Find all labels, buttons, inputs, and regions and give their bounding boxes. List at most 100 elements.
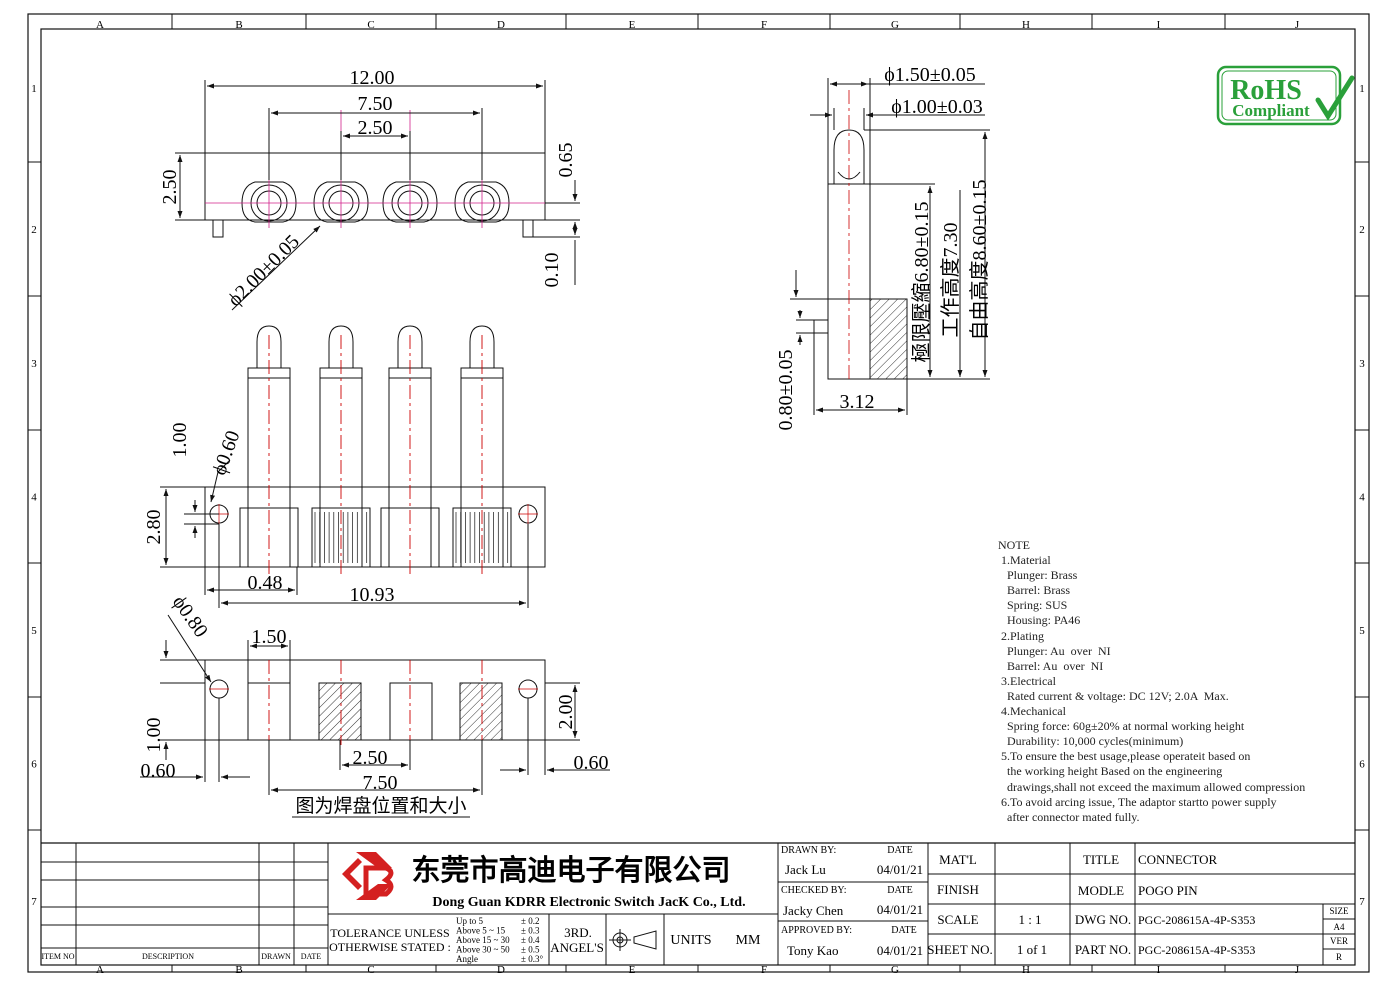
note-line: NOTE	[998, 538, 1030, 552]
sheet-label: SHEET NO.	[927, 942, 992, 957]
title-value: CONNECTOR	[1138, 852, 1218, 867]
dim-1-50: 1.50	[252, 626, 287, 648]
grid-col-label: D	[497, 19, 505, 31]
grid-row-label: 3	[31, 358, 37, 370]
pin-plunger	[328, 325, 354, 368]
note-line: Barrel: Au over NI	[998, 658, 1104, 673]
grid-col-label: D	[497, 964, 505, 976]
rev-header-date: DATE	[301, 952, 322, 961]
date-1: 04/01/21	[877, 862, 923, 877]
grid-col-label: I	[1157, 19, 1161, 31]
units-label: UNITS	[670, 933, 711, 948]
tolerance-value: ± 0.4	[521, 935, 540, 945]
note-line: after connector mated fully.	[998, 809, 1140, 824]
dim-0-60-right: 0.60	[574, 752, 609, 774]
note-line: drawings,shall not exceed the maximum al…	[998, 779, 1306, 794]
dim-phi-0-80: ϕ0.80	[168, 592, 212, 642]
grid-col-label: A	[96, 964, 104, 976]
ver-label: VER	[1330, 936, 1348, 946]
grid-col-label: G	[891, 19, 899, 31]
dim-0-10: 0.10	[541, 253, 563, 288]
note-line: 1.Material	[998, 553, 1051, 568]
grid-col-label: F	[761, 19, 767, 31]
rohs-title: RoHS	[1230, 75, 1302, 106]
grid-row-label: 3	[1359, 358, 1365, 370]
angle-line1: 3RD.	[564, 925, 592, 940]
grid-col-label: F	[761, 964, 767, 976]
rohs-badge: RoHS Compliant	[1216, 65, 1355, 126]
note-line: Spring force: 60g±20% at normal working …	[998, 719, 1245, 734]
dim-phi-1-50: ϕ1.50±0.05	[884, 64, 976, 86]
front-view	[160, 325, 546, 608]
dwg-label: DWG NO.	[1075, 912, 1131, 927]
grid-col-label: C	[367, 19, 374, 31]
grid-row-label: 6	[31, 759, 37, 771]
dim-2-00: 2.00	[555, 695, 577, 730]
grid-row-label: 1	[31, 83, 37, 95]
grid-row-label: 2	[1359, 224, 1365, 236]
grid-col-label: I	[1157, 964, 1161, 976]
tolerance-range: Above 5 ~ 15	[456, 926, 506, 936]
dim-0-65: 0.65	[555, 143, 577, 178]
pin-outline	[454, 181, 510, 223]
tolerance-range: Up to 5	[456, 916, 484, 926]
angle-line2: ANGEL'S	[550, 940, 604, 955]
note-line: 3.Electrical	[998, 673, 1056, 688]
modle-value: POGO PIN	[1138, 883, 1198, 898]
pin-plunger	[397, 325, 423, 368]
pad-caption: 图为焊盘位置和大小	[295, 795, 466, 817]
dim-working-height: 工作高度7.30	[939, 223, 962, 338]
rev-header-description: DESCRIPTION	[142, 952, 194, 961]
pin-plunger	[256, 325, 282, 368]
rohs-subtitle: Compliant	[1232, 101, 1310, 120]
tolerance-value: ± 0.3	[521, 926, 540, 936]
tolerance-range: Angle	[456, 954, 478, 964]
grid-row-label: 7	[1359, 896, 1365, 908]
grid-col-label: B	[235, 964, 242, 976]
approved-by: Tony Kao	[787, 943, 838, 958]
grid-col-label: J	[1295, 964, 1300, 976]
dim-0-60-left: 0.60	[141, 760, 176, 782]
title-block	[41, 843, 1355, 965]
note-line: Plunger: Brass	[998, 568, 1078, 583]
checked-by: Jacky Chen	[783, 903, 844, 918]
dim-10-93: 10.93	[350, 584, 395, 606]
grid-col-label: B	[235, 19, 242, 31]
note-line: Housing: PA46	[998, 613, 1081, 628]
grid-col-label: E	[629, 964, 636, 976]
size-value: A4	[1334, 922, 1345, 932]
dwg-value: PGC-208615A-4P-S353	[1138, 913, 1255, 927]
note-line: Plunger: Au over NI	[998, 643, 1111, 658]
drawn-by: Jack Lu	[785, 862, 826, 877]
note-line: 4.Mechanical	[998, 704, 1066, 719]
part-label: PART NO.	[1075, 942, 1131, 957]
grid-col-label: C	[367, 964, 374, 976]
tolerance-value: ± 0.2	[521, 916, 539, 926]
scale-label: SCALE	[937, 912, 978, 927]
dim-3-12: 3.12	[840, 391, 875, 413]
size-label: SIZE	[1330, 906, 1350, 916]
dim-0-48: 0.48	[248, 572, 283, 594]
grid-row-label: 2	[31, 224, 37, 236]
title-label: TITLE	[1083, 852, 1119, 867]
grid-col-label: A	[96, 19, 104, 31]
note-line: Rated current & voltage: DC 12V; 2.0A Ma…	[998, 688, 1229, 703]
tolerance-line2: OTHERWISE STATED :	[329, 940, 451, 954]
grid-col-label: G	[891, 964, 899, 976]
outer-frame	[27, 13, 1370, 973]
dim-phi-1-00: ϕ1.00±0.03	[891, 96, 983, 118]
pin-outline	[241, 181, 297, 223]
grid-row-label: 7	[31, 896, 37, 908]
side-view	[790, 78, 990, 415]
tolerance-range: Above 15 ~ 30	[456, 935, 510, 945]
dim-2-50-vertical: 2.50	[159, 170, 181, 205]
note-line: 5.To ensure the best usage,please operat…	[998, 749, 1251, 764]
date-label-2: DATE	[887, 885, 913, 896]
dim-0-80: 0.80±0.05	[775, 350, 797, 431]
date-label-3: DATE	[891, 925, 917, 936]
grid-row-label: 4	[31, 492, 37, 504]
dim-2-50-pad: 2.50	[353, 747, 388, 769]
dim-free-height: 自由高度8.60±0.15	[968, 180, 991, 341]
units-value: MM	[736, 933, 761, 948]
